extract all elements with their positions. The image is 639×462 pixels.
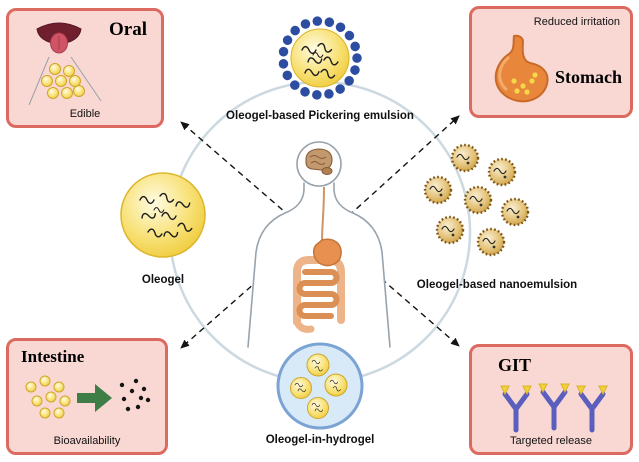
intestine-box: Intestine Bioavailability: [6, 338, 168, 455]
brain-icon: [305, 148, 333, 175]
intestine-title: Intestine: [21, 347, 85, 366]
human-silhouette-icon: [247, 141, 391, 348]
green-arrow-icon: [77, 384, 112, 412]
antibody-icon: [494, 381, 614, 437]
stomach-box: Reduced irritation Stomach: [469, 6, 633, 118]
oral-title: Oral: [109, 19, 147, 40]
pickering-label: Oleogel-based Pickering emulsion: [226, 110, 414, 122]
intestine-caption: Bioavailability: [53, 435, 121, 447]
nanoemulsion-icon: [423, 143, 530, 257]
stomach-caption: Reduced irritation: [533, 16, 620, 28]
hydrogel-label: Oleogel-in-hydrogel: [265, 434, 375, 446]
oral-caption: Edible: [69, 108, 101, 120]
git-box: GIT Targeted release: [469, 344, 633, 455]
oleogel-label: Oleogel: [141, 274, 185, 286]
git-title: GIT: [498, 355, 532, 375]
droplets-arrow-dots-icon: [25, 375, 151, 419]
oleogel-in-hydrogel-icon: [276, 342, 364, 430]
stomach-icon: [494, 34, 549, 103]
edible-droplets: [41, 63, 85, 99]
nanoemulsion-label: Oleogel-based nanoemulsion: [416, 279, 578, 291]
git-caption: Targeted release: [510, 435, 592, 447]
mouth-icon: [28, 22, 102, 106]
stomach-title: Stomach: [555, 67, 622, 87]
oral-box: Oral Edible: [6, 8, 164, 128]
pickering-emulsion-icon: [278, 16, 362, 100]
oleogel-icon: [120, 172, 206, 258]
gi-tract-icon: [293, 186, 345, 333]
